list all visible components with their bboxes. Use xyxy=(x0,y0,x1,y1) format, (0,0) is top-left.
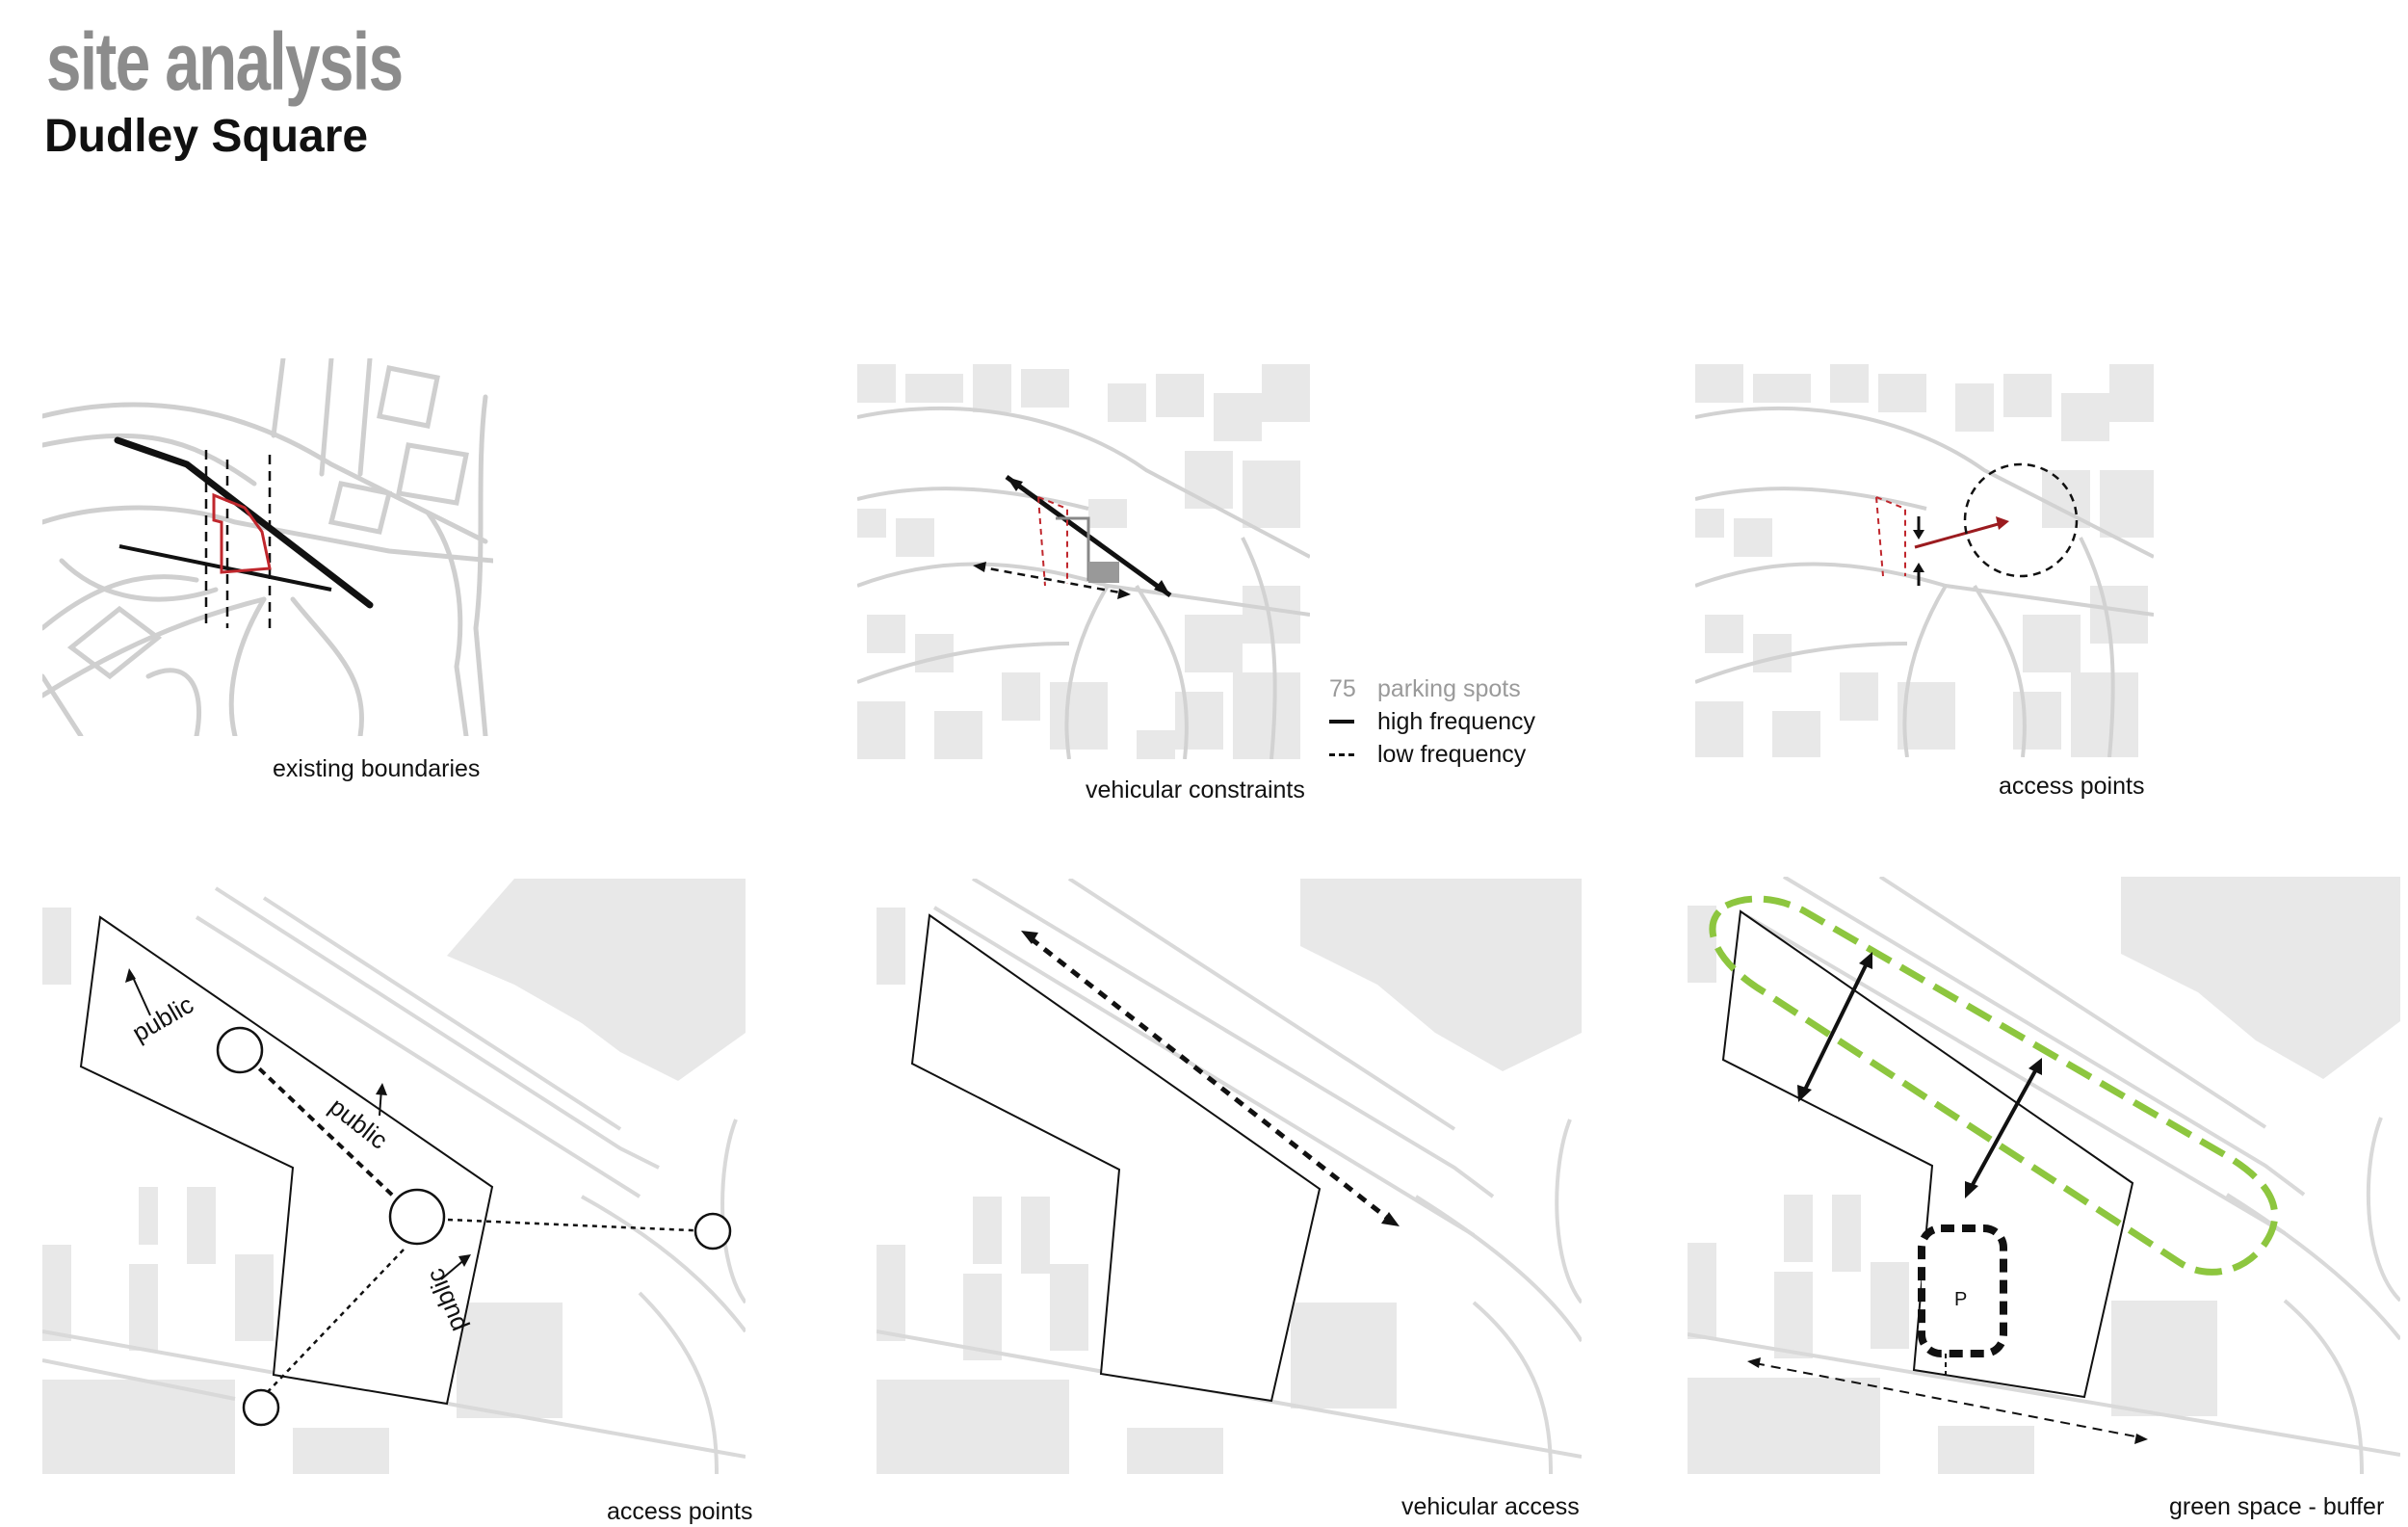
site-access-points: public public public xyxy=(42,879,746,1474)
parking-label: P xyxy=(1954,1289,1967,1310)
caption-vehicular-access: vehicular access xyxy=(1401,1493,1580,1520)
access-node-main xyxy=(388,1188,446,1246)
green-buffer-outline xyxy=(1709,895,2279,1276)
street-access-arrow xyxy=(1747,1357,2148,1444)
map-vehicular-constraints xyxy=(857,364,1310,759)
legend-solid-swatch xyxy=(1329,720,1354,724)
access-node-public xyxy=(216,1026,264,1074)
access-markers xyxy=(1875,462,2079,586)
buffer-width-arrows xyxy=(1797,952,2042,1198)
caption-green-space-buffer: green space - buffer xyxy=(2169,1493,2385,1520)
page-subtitle: Dudley Square xyxy=(44,111,369,162)
legend-low-frequency: low frequency xyxy=(1377,740,1527,768)
parking-area xyxy=(1918,1224,2007,1357)
legend-dashed-swatch xyxy=(1329,752,1354,756)
site-green-space-buffer: P xyxy=(1688,877,2400,1474)
access-network xyxy=(125,968,732,1427)
map-existing-boundaries xyxy=(42,358,493,736)
legend: 75 parking spots high frequency low frequ… xyxy=(1329,672,1535,771)
legend-high-frequency: high frequency xyxy=(1377,707,1536,735)
access-node-east xyxy=(694,1212,732,1251)
vehicular-lines xyxy=(973,474,1172,599)
vehicular-access-arrow xyxy=(1021,931,1400,1226)
caption-access-points-top: access points xyxy=(1999,773,2145,800)
boundary-lines xyxy=(114,436,374,628)
caption-vehicular-constraints: vehicular constraints xyxy=(1086,777,1305,803)
map-access-points-top xyxy=(1695,364,2154,757)
page-title: site analysis xyxy=(46,16,404,107)
caption-access-points-bottom: access points xyxy=(607,1498,753,1525)
legend-count-label: parking spots xyxy=(1377,674,1521,702)
access-node-south xyxy=(242,1388,280,1427)
legend-count: 75 xyxy=(1329,674,1356,702)
caption-existing-boundaries: existing boundaries xyxy=(273,755,481,782)
site-vehicular-access xyxy=(877,879,1582,1474)
